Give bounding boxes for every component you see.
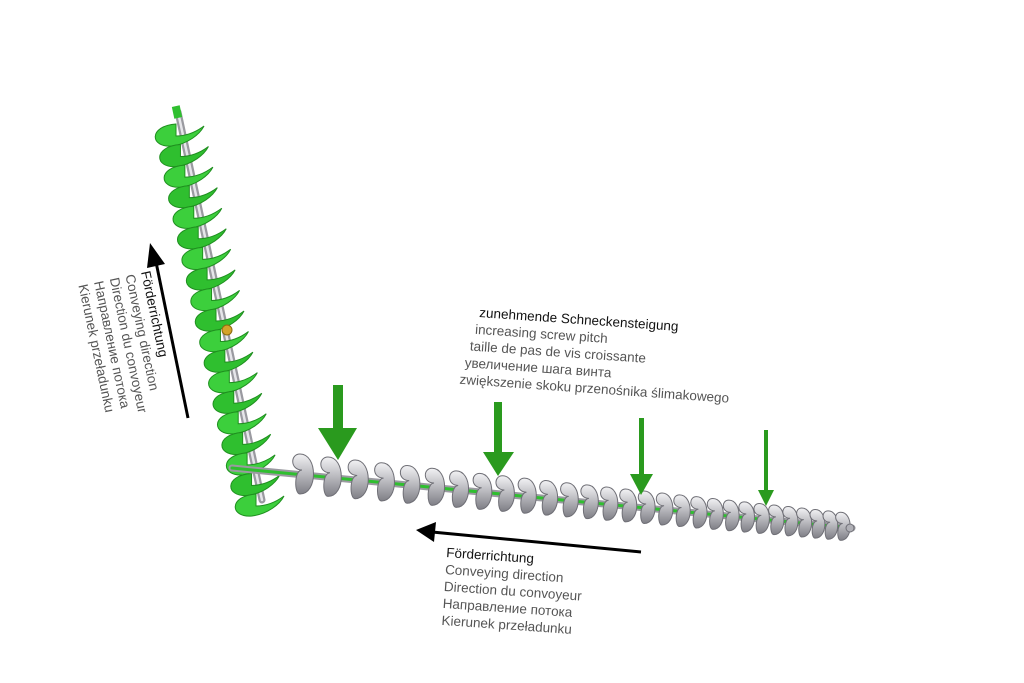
horizontal-flight	[782, 506, 799, 537]
horizontal-flight	[517, 477, 537, 514]
conveying-label-horizontal: Förderrichtung Conveying direction Direc…	[441, 545, 583, 637]
horizontal-flight	[374, 462, 395, 502]
pitch-arrows	[318, 385, 774, 506]
vertical-flight	[212, 390, 263, 414]
vertical-flight	[159, 144, 209, 168]
vertical-flight	[190, 287, 241, 311]
vertical-flight	[208, 370, 258, 394]
vertical-flight	[221, 431, 272, 455]
pitch-arrow-3	[630, 418, 653, 495]
vertical-flight	[186, 267, 236, 291]
horizontal-flight	[706, 497, 724, 530]
vertical-flight	[172, 205, 223, 229]
pitch-label: zunehmende Schneckensteigung increasing …	[459, 305, 730, 406]
horizontal-flight	[796, 507, 813, 538]
horizontal-flight	[472, 472, 493, 510]
vertical-flight	[234, 493, 285, 517]
vertical-flight	[163, 164, 214, 188]
conveying-arrow-vertical	[147, 243, 190, 419]
horizontal-flight	[539, 479, 558, 516]
vertical-flight	[177, 226, 227, 250]
vertical-flight	[199, 329, 249, 353]
horizontal-label-line-1: Förderrichtung	[446, 545, 535, 566]
horizontal-flight	[619, 488, 638, 523]
vertical-flight	[181, 246, 232, 270]
pitch-arrow-4	[758, 430, 774, 506]
shaft-coupling	[221, 324, 233, 336]
vertical-flight	[154, 123, 205, 147]
horizontal-flight	[768, 504, 785, 536]
shaft-end-cap	[845, 523, 855, 533]
horizontal-screw-conveyor	[228, 453, 856, 541]
horizontal-flight	[673, 494, 691, 528]
horizontal-flight	[600, 486, 619, 521]
horizontal-flight	[580, 484, 599, 520]
horizontal-flight	[655, 492, 674, 526]
horizontal-flight	[560, 482, 579, 518]
horizontal-flight	[292, 453, 314, 495]
horizontal-flight	[320, 456, 342, 497]
horizontal-flight	[738, 501, 755, 533]
conveying-label-vertical: Förderrichtung Conveying direction Direc…	[75, 270, 171, 415]
horizontal-flight	[399, 465, 421, 504]
pitch-arrow-2	[483, 402, 514, 476]
vertical-flight	[217, 411, 267, 435]
horizontal-flight	[495, 475, 515, 512]
vertical-flight	[203, 349, 254, 373]
vertical-flight	[194, 308, 245, 332]
horizontal-flight	[347, 459, 369, 500]
vertical-auger-tip	[171, 105, 183, 119]
horizontal-flight	[809, 508, 826, 539]
horizontal-flight	[424, 467, 445, 506]
pitch-arrow-1	[318, 385, 357, 460]
vertical-flight	[230, 472, 281, 496]
horizontal-auger-flights	[292, 453, 855, 541]
vertical-flight	[168, 185, 218, 209]
horizontal-flight	[722, 499, 740, 532]
vertical-auger-flights	[154, 123, 285, 517]
conveying-arrow-horizontal	[416, 522, 642, 554]
horizontal-flight	[637, 490, 656, 525]
horizontal-flight	[753, 502, 770, 534]
horizontal-flight	[690, 496, 708, 529]
horizontal-flight	[822, 510, 839, 540]
vertical-screw-conveyor	[154, 105, 285, 517]
horizontal-flight	[449, 470, 469, 508]
